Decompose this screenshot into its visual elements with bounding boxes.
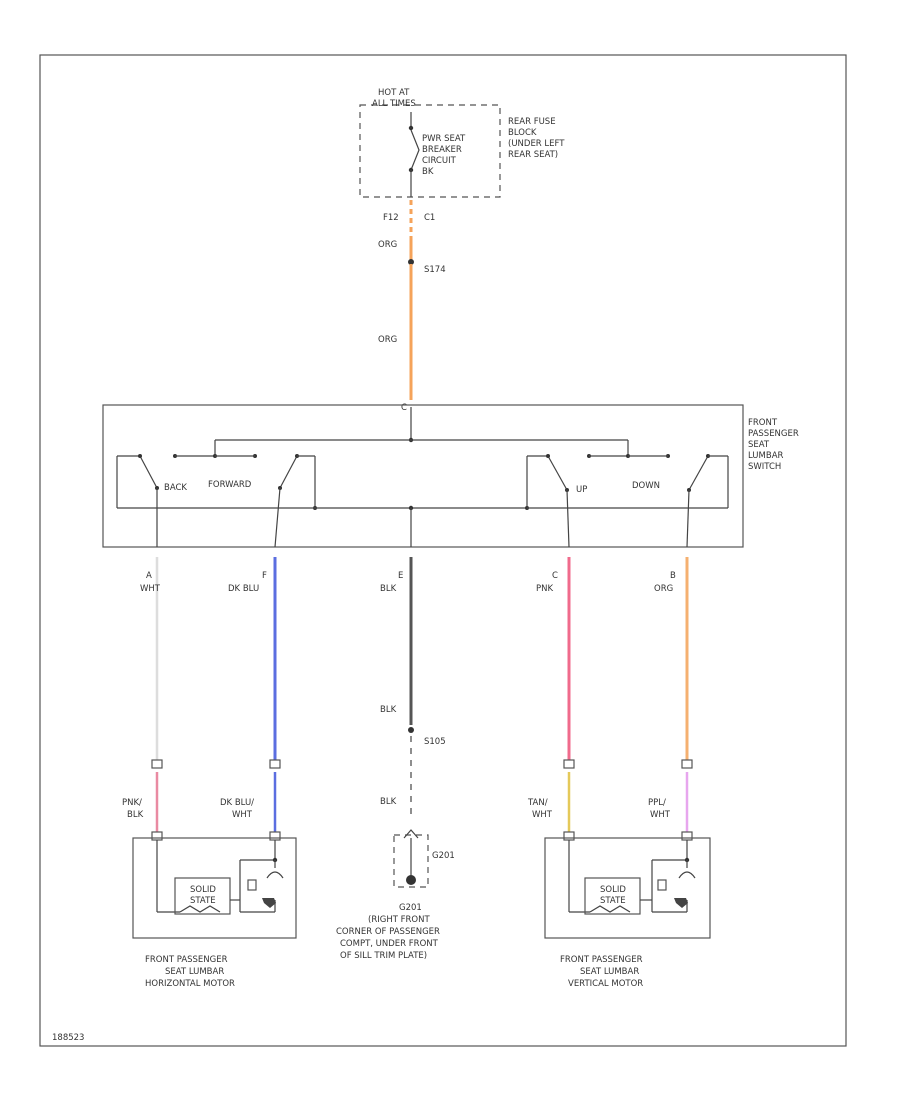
ground-wire-color-1: BLK — [380, 705, 397, 715]
wire-e-pin: E — [398, 571, 403, 581]
wire-c-color: PNK — [536, 584, 553, 594]
horizontal-motor: PNK/ BLK DK BLU/ WHT SOLID STATE FRONT P… — [122, 759, 297, 989]
fuse-location-2: BLOCK — [508, 128, 537, 138]
wire-a-color: WHT — [140, 584, 161, 594]
hot-label-2: ALL TIMES — [372, 99, 416, 109]
ground-dashed-box — [393, 834, 429, 888]
motor-right-wire-1-color: TAN/ — [527, 798, 548, 808]
feed-pin-left: F12 — [383, 213, 399, 223]
switch-pos-back: BACK — [164, 483, 187, 493]
vertical-motor: TAN/ WHT PPL/ WHT SOLID STATE FRONT PASS… — [527, 759, 711, 989]
feed-connector-label: S174 — [424, 265, 446, 275]
motor-right-solid-state-1: SOLID — [600, 885, 626, 895]
ground-symbol — [406, 875, 416, 885]
ground-location-2: CORNER OF PASSENGER — [336, 927, 440, 937]
breaker-label-3: CIRCUIT — [422, 156, 457, 166]
fuse-block-dashed-box — [359, 104, 501, 198]
wire-a-pin: A — [146, 571, 152, 581]
motor-right-solid-state-2: STATE — [600, 896, 626, 906]
switch-label-1: FRONT — [748, 418, 778, 428]
switch-label-4: LUMBAR — [748, 451, 784, 461]
footer-id: 188523 — [52, 1033, 84, 1043]
motor-left-wire-2-color: DK BLU/ — [220, 798, 254, 808]
motor-right-solid-state — [584, 877, 641, 915]
ground-wire-color-2: BLK — [380, 797, 397, 807]
motor-left-wire-2-color-b: WHT — [232, 810, 253, 820]
switch-label-3: SEAT — [748, 440, 770, 450]
switch-label-5: SWITCH — [748, 462, 781, 472]
motor-left-solid-state — [174, 877, 231, 915]
motor-left-symbol — [262, 898, 276, 908]
motor-right-symbol — [674, 898, 688, 908]
motor-left-label-2: SEAT LUMBAR — [165, 967, 224, 977]
motor-right-wire-2-color: PPL/ — [648, 798, 666, 808]
ground-location-3: COMPT, UNDER FRONT — [340, 939, 439, 949]
wire-b-pin: B — [670, 571, 676, 581]
breaker-label-1: PWR SEAT — [422, 134, 466, 144]
motor-right-box — [544, 837, 711, 939]
motor-left-label-3: HORIZONTAL MOTOR — [145, 979, 235, 989]
motor-left-label-1: FRONT PASSENGER — [145, 955, 228, 965]
motor-left-solid-state-1: SOLID — [190, 885, 216, 895]
feed-pin-right: C1 — [424, 213, 435, 223]
motor-left-wire-1-color-b: BLK — [127, 810, 144, 820]
switch-connector-pin: C — [401, 403, 407, 413]
feed-wire-color-top: ORG — [378, 240, 397, 250]
fuse-location-1: REAR FUSE — [508, 117, 556, 127]
switch-box — [102, 404, 744, 548]
lumbar-switch: FRONT PASSENGER SEAT LUMBAR SWITCH BACK … — [102, 404, 799, 548]
circuit-breaker-symbol — [410, 129, 420, 171]
motor-left-wire-1-color: PNK/ — [122, 798, 142, 808]
wire-f-pin: F — [262, 571, 267, 581]
diagram-frame — [39, 54, 847, 1047]
fuse-location-3: (UNDER LEFT — [508, 139, 565, 149]
ground-location-1: (RIGHT FRONT — [368, 915, 430, 925]
motor-right-label-2: SEAT LUMBAR — [580, 967, 639, 977]
wire-e-color: BLK — [380, 584, 397, 594]
motor-right-label-1: FRONT PASSENGER — [560, 955, 643, 965]
motor-left-solid-state-2: STATE — [190, 896, 216, 906]
motor-right-label-3: VERTICAL MOTOR — [568, 979, 643, 989]
hot-label-1: HOT AT — [378, 88, 410, 98]
motor-right-wire-1-color-b: WHT — [532, 810, 553, 820]
ground-path: BLK S105 BLK G201 G201 (RIGHT FRONT CORN… — [336, 705, 455, 961]
feed-wire-color-mid: ORG — [378, 335, 397, 345]
switch-label-2: PASSENGER — [748, 429, 799, 439]
fuse-block: HOT AT ALL TIMES PWR SEAT BREAKER CIRCUI… — [359, 88, 565, 198]
breaker-label-4: BK — [422, 167, 434, 177]
breaker-label-2: BREAKER — [422, 145, 462, 155]
wire-c-pin: C — [552, 571, 558, 581]
switch-pos-down: DOWN — [632, 481, 660, 491]
ground-connector-label: S105 — [424, 737, 446, 747]
wire-f-color: DK BLU — [228, 584, 259, 594]
wire-b-color: ORG — [654, 584, 673, 594]
feed-wire: F12 C1 ORG S174 ORG C — [378, 200, 446, 413]
motor-left-box — [132, 837, 297, 939]
ground-id-label: G201 — [432, 851, 455, 861]
splice-dot — [408, 259, 414, 265]
switch-pos-forward: FORWARD — [208, 480, 252, 490]
fuse-location-4: REAR SEAT) — [508, 150, 558, 160]
output-wires: A WHT F DK BLU E BLK C PNK B ORG — [140, 557, 689, 760]
motor-right-wire-2-color-b: WHT — [650, 810, 671, 820]
ground-id: G201 — [399, 903, 422, 913]
ground-location-4: OF SILL TRIM PLATE) — [340, 951, 427, 961]
switch-pos-up: UP — [576, 485, 587, 495]
